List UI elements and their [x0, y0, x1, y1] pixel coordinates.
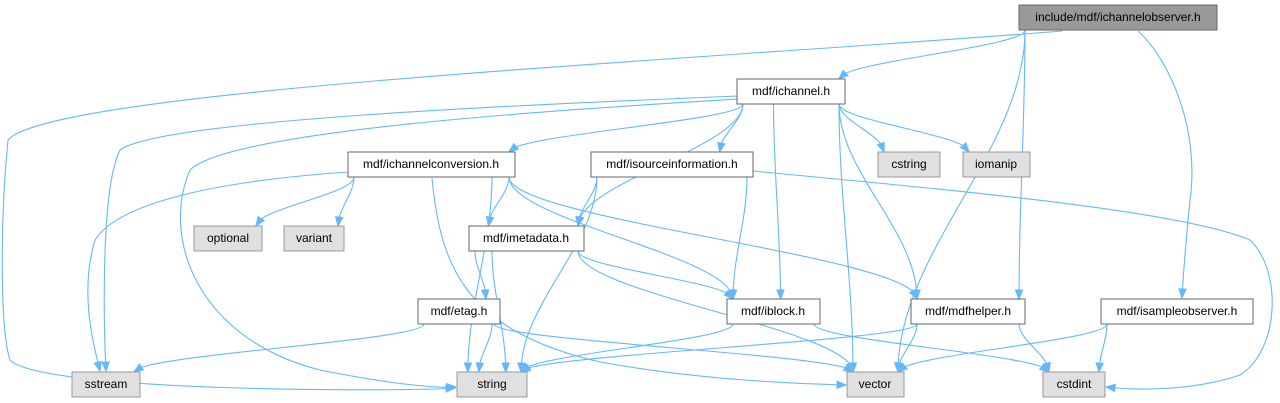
edge-imetadata-to-etag [474, 250, 490, 301]
edge-etag-to-sstream [132, 323, 425, 373]
node-label: mdf/isampleobserver.h [1117, 304, 1238, 318]
node-ichannelconversion-h[interactable]: mdf/ichannelconversion.h [347, 151, 516, 178]
node-isourceinformation-h[interactable]: mdf/isourceinformation.h [590, 151, 754, 178]
edge-ichannelconversion-to-variant [334, 176, 355, 228]
node-iblock-h[interactable]: mdf/iblock.h [726, 298, 821, 325]
node-variant[interactable]: variant [283, 225, 345, 252]
node-etag-h[interactable]: mdf/etag.h [417, 298, 501, 325]
edge-mdfhelper-to-cstdint [1018, 323, 1051, 374]
edge-isampleobserver-to-cstdint [1095, 323, 1108, 374]
node-cstdint[interactable]: cstdint [1042, 371, 1106, 398]
edge-mdfhelper-to-vector [895, 323, 918, 374]
node-iomanip[interactable]: iomanip [962, 151, 1031, 178]
edge-ichannel-to-iomanip [838, 103, 970, 154]
node-isampleobserver-h[interactable]: mdf/isampleobserver.h [1100, 298, 1254, 325]
node-label: mdf/isourceinformation.h [606, 157, 737, 171]
node-label: mdf/mdfhelper.h [925, 304, 1011, 318]
node-label: optional [207, 231, 249, 245]
node-ichannelobserver-h[interactable]: include/mdf/ichannelobserver.h [1018, 4, 1218, 31]
node-label: mdf/etag.h [431, 304, 488, 318]
node-label: cstdint [1057, 377, 1092, 391]
edge-root-to-ichannel [838, 29, 1026, 80]
edge-ichannel-to-sstream [101, 95, 739, 373]
edge-ichannelconversion-to-imetadata [485, 176, 510, 228]
edge-imetadata-to-iblock [577, 250, 734, 300]
node-label: mdf/imetadata.h [483, 231, 569, 245]
edge-isourceinformation-to-iblock [728, 176, 748, 301]
dependency-edges [1, 29, 1273, 393]
node-label: vector [859, 377, 892, 391]
node-label: iomanip [975, 157, 1017, 171]
edge-ichannel-to-string [179, 98, 739, 392]
edge-ichannelconversion-to-optional [255, 176, 355, 228]
node-label: mdf/ichannel.h [752, 84, 830, 98]
edge-root-to-isampleobserver [1137, 30, 1193, 300]
edge-ichannel-to-iblock [772, 103, 785, 301]
node-label: mdf/ichannelconversion.h [363, 157, 499, 171]
edge-ichannelconversion-to-sstream [87, 171, 350, 373]
edge-isourceinformation-to-cstdint [752, 170, 1273, 393]
node-label: mdf/iblock.h [741, 304, 805, 318]
node-imetadata-h[interactable]: mdf/imetadata.h [468, 225, 585, 252]
node-cstring[interactable]: cstring [877, 151, 941, 178]
edge-etag-to-vector [493, 323, 855, 373]
edge-root-to-string [1, 30, 1063, 393]
node-label: variant [296, 231, 333, 245]
edge-ichannelconversion-to-vector [431, 177, 848, 390]
edge-etag-to-string [475, 323, 493, 374]
node-vector[interactable]: vector [846, 371, 905, 398]
node-optional[interactable]: optional [193, 225, 263, 252]
node-ichannel-h[interactable]: mdf/ichannel.h [736, 78, 846, 105]
node-label: cstring [891, 157, 926, 171]
node-sstream[interactable]: sstream [71, 371, 141, 398]
node-mdfhelper-h[interactable]: mdf/mdfhelper.h [910, 298, 1026, 325]
node-label: string [477, 377, 506, 391]
node-label: sstream [85, 377, 128, 391]
dependency-nodes: include/mdf/ichannelobserver.h mdf/ichan… [71, 4, 1254, 398]
edge-ichannel-to-mdfhelper [838, 103, 921, 301]
edge-ichannel-to-cstring [838, 103, 885, 154]
edge-isampleobserver-to-vector [896, 323, 1108, 373]
edge-mdfhelper-to-string [519, 323, 918, 373]
node-string[interactable]: string [456, 371, 528, 398]
edge-ichannelconversion-to-mdfhelper [508, 176, 918, 301]
node-label: include/mdf/ichannelobserver.h [1035, 10, 1200, 24]
edge-ichannel-to-ichannelconversion [507, 103, 744, 153]
